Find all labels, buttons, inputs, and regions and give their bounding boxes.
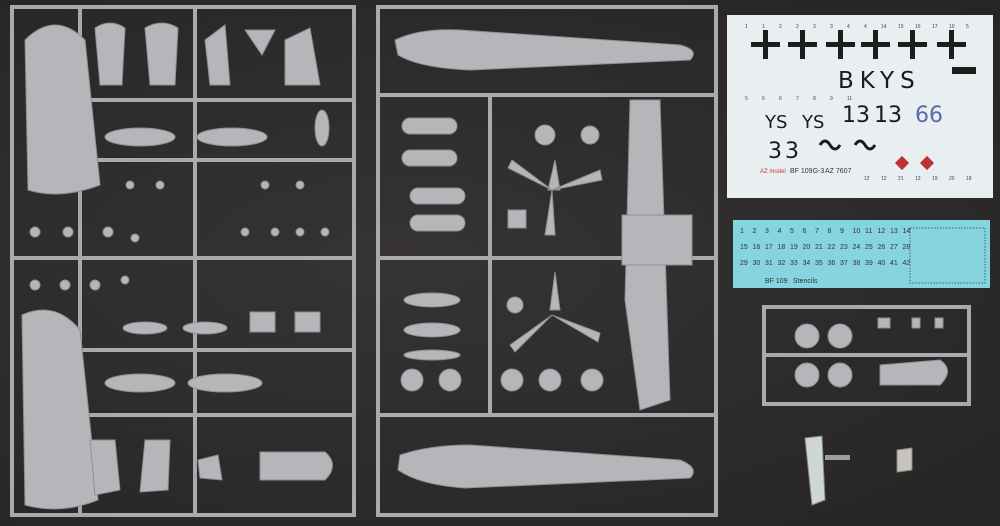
decal-index-number: 1 xyxy=(745,24,748,30)
left-sprue xyxy=(10,5,356,517)
decal-index-number: 4 xyxy=(847,24,850,30)
stencil-number: 38 xyxy=(853,260,861,267)
decal-index-number: 2 xyxy=(779,24,782,30)
decal-index-number: 3 xyxy=(830,24,833,30)
svg-text:BF 109: BF 109 xyxy=(765,278,788,285)
stencil-number: 13 xyxy=(890,228,898,235)
decal-index-number: 20 xyxy=(949,176,955,182)
stencil-number: 32 xyxy=(778,260,786,267)
decal-index-number: 6 xyxy=(779,96,782,102)
decal-index-number: 21 xyxy=(898,176,904,182)
stencil-number: 26 xyxy=(878,244,886,251)
stencil-number: 41 xyxy=(890,260,898,267)
stencil-number: 35 xyxy=(815,260,823,267)
decal-index-number: 6 xyxy=(762,96,765,102)
fuselage-half-top xyxy=(394,29,694,71)
stencil-number: 2 xyxy=(753,228,757,235)
stencil-number: 15 xyxy=(740,244,748,251)
stencil-number: 28 xyxy=(903,244,911,251)
stencil-number: 33 xyxy=(790,260,798,267)
stencil-number: 23 xyxy=(840,244,848,251)
stencil-number: 3 xyxy=(765,228,769,235)
decal-index-number: 14 xyxy=(881,24,887,30)
decal-index-number: 1 xyxy=(762,24,765,30)
stencil-number: 31 xyxy=(765,260,773,267)
decal-index-number: 13 xyxy=(915,176,921,182)
decal-index-number: 15 xyxy=(898,24,904,30)
decal-index-number: 17 xyxy=(932,24,938,30)
stencil-number: 40 xyxy=(878,260,886,267)
propeller xyxy=(507,159,603,236)
decal-index-number: 5 xyxy=(966,24,969,30)
stencil-number: 4 xyxy=(778,228,782,235)
decal-index-number: 5 xyxy=(745,96,748,102)
stencil-number: 5 xyxy=(790,228,794,235)
wing-lower xyxy=(21,309,99,510)
stencil-number: 8 xyxy=(828,228,832,235)
stencil-number: 11 xyxy=(865,228,872,235)
decal-index-number: 11 xyxy=(847,96,852,102)
stencil-number: 7 xyxy=(815,228,819,235)
stencil-number: 9 xyxy=(840,228,844,235)
svg-text:YS: YS xyxy=(764,112,787,133)
stencil-number: 34 xyxy=(803,260,811,267)
svg-text:13: 13 xyxy=(842,103,870,128)
stencil-number: 17 xyxy=(765,244,773,251)
stencil-number: 29 xyxy=(740,260,748,267)
decal-index-number: 2 xyxy=(796,24,799,30)
stencil-number: 37 xyxy=(840,260,848,267)
wing-upper xyxy=(24,24,101,195)
decal-index-number: 7 xyxy=(796,96,799,102)
svg-text:AZ 7607: AZ 7607 xyxy=(825,168,852,175)
svg-text:YS: YS xyxy=(801,112,824,133)
svg-text:Stencils: Stencils xyxy=(793,278,818,285)
stencil-number: 12 xyxy=(878,228,886,235)
brand-logo: AZ model xyxy=(760,169,786,175)
decal-index-number: 12 xyxy=(881,176,887,182)
stencil-number: 24 xyxy=(853,244,861,251)
stencil-number: 42 xyxy=(903,260,911,267)
stencil-number: 20 xyxy=(803,244,811,251)
decal-index-number: 3 xyxy=(813,24,816,30)
stencil-number: 39 xyxy=(865,260,873,267)
decal-index-number: 19 xyxy=(932,176,938,182)
svg-text:33: 33 xyxy=(768,139,802,164)
stencil-number: 25 xyxy=(865,244,873,251)
decal-index-number: 9 xyxy=(830,96,833,102)
decal-index-number: 12 xyxy=(864,176,870,182)
svg-text:13: 13 xyxy=(874,103,902,128)
stencil-number: 1 xyxy=(740,228,744,235)
stencil-number: 22 xyxy=(828,244,836,251)
middle-sprue xyxy=(376,5,718,517)
clear-parts xyxy=(804,435,913,506)
stencil-number: 10 xyxy=(853,228,861,235)
svg-text:BF 109G-3: BF 109G-3 xyxy=(790,168,824,175)
decal-index-number: 4 xyxy=(864,24,867,30)
stencil-number: 14 xyxy=(903,228,911,235)
fuselage-half-bottom xyxy=(397,444,694,489)
decal-index-number: 10 xyxy=(949,24,955,30)
decal-index-number: 16 xyxy=(915,24,921,30)
propeller-2 xyxy=(509,271,601,353)
stencil-number: 16 xyxy=(753,244,761,251)
small-sprue-wheels xyxy=(762,305,971,406)
decal-sheet-markings: BKYS YS YS 13 13 66 33 AZ model BF 109G-… xyxy=(727,15,993,198)
small-parts-row xyxy=(29,180,330,291)
stencil-number: 18 xyxy=(778,244,786,251)
stencil-number: 6 xyxy=(803,228,807,235)
balkenkreuz-row xyxy=(751,30,966,59)
stencil-number: 36 xyxy=(828,260,836,267)
stencil-number: 30 xyxy=(753,260,761,267)
decal-index-number: 18 xyxy=(966,176,972,182)
svg-text:66: 66 xyxy=(915,103,943,128)
code-letters: BKYS xyxy=(838,68,921,94)
decal-index-number: 8 xyxy=(813,96,816,102)
stencil-number: 21 xyxy=(815,244,823,251)
stencil-number: 27 xyxy=(890,244,898,251)
stencil-number: 19 xyxy=(790,244,798,251)
